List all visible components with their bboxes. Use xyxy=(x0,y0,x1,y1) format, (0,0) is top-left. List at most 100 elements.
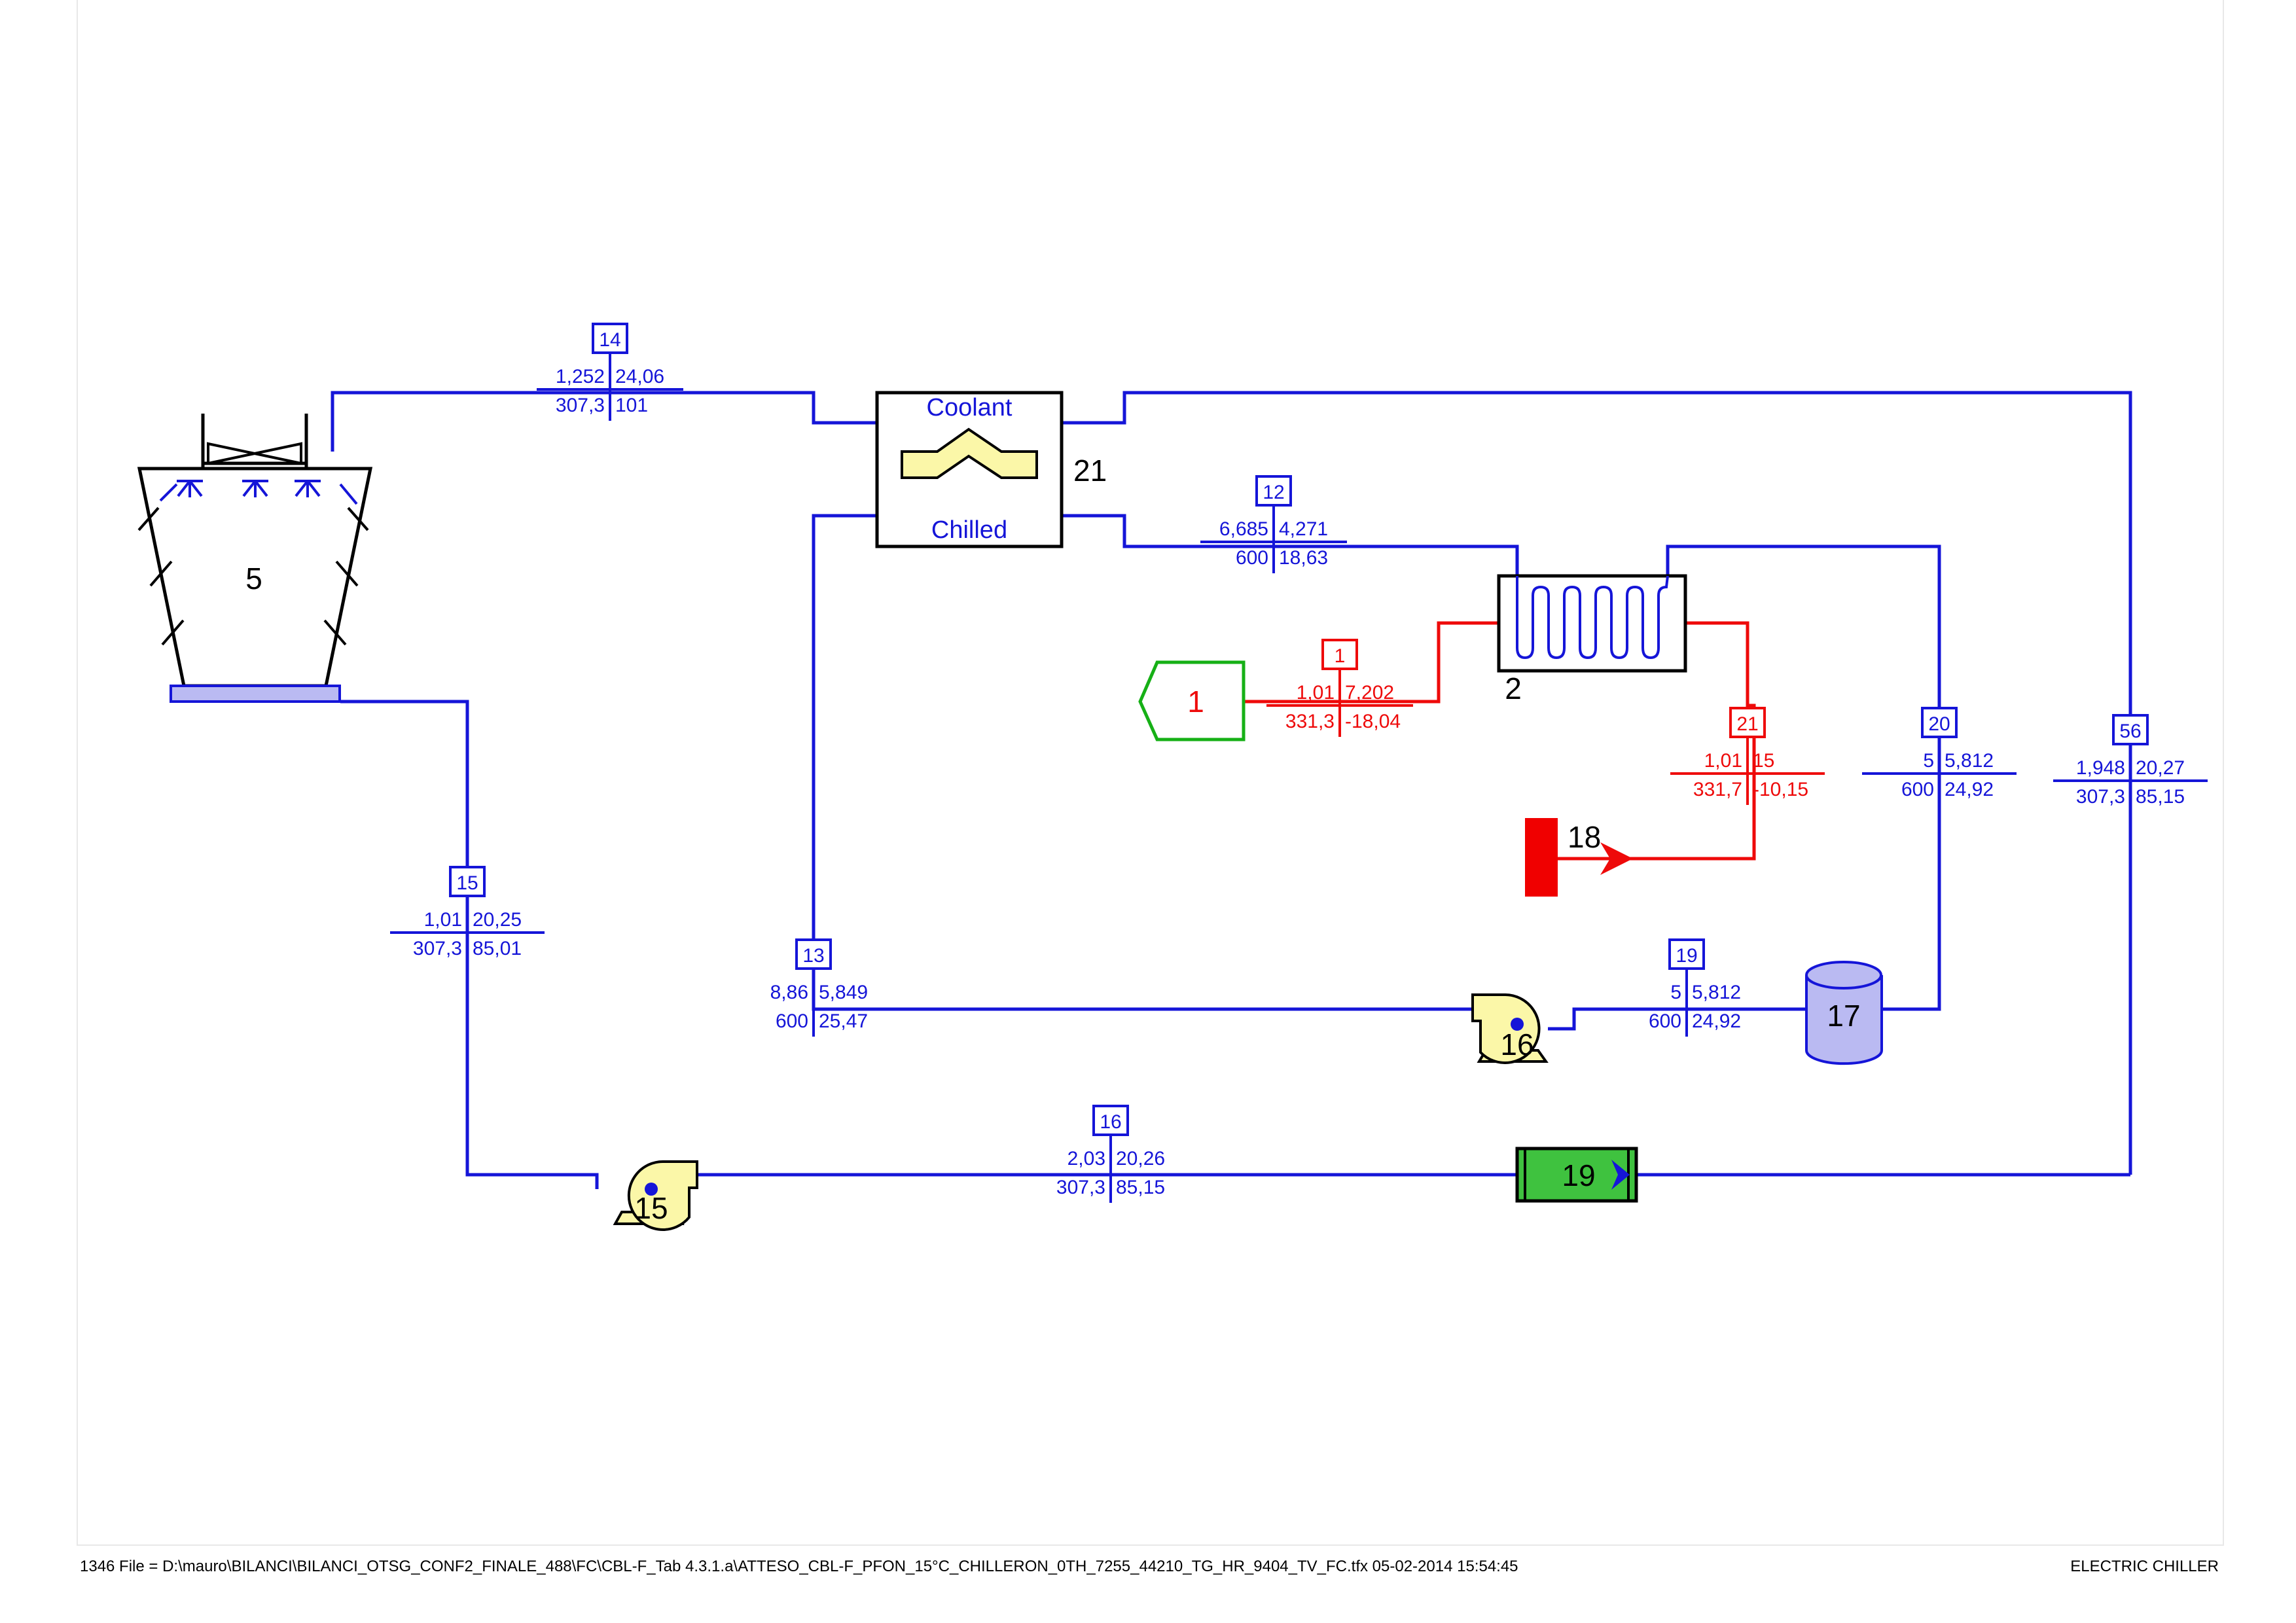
evaporator-label: 2 xyxy=(1505,671,1522,705)
pipe-12 xyxy=(1062,514,1519,576)
stream-label-21: 21 1,01 15 331,7 -10,15 xyxy=(1670,707,1825,805)
footer-file-path: 1346 File = D:\mauro\BILANCI\BILANCI_OTS… xyxy=(80,1558,1518,1575)
stream-id: 12 xyxy=(1263,482,1284,503)
stream-label-13: 13 8,86 5,849 600 25,47 xyxy=(770,938,868,1037)
hx-chilled-label: Chilled xyxy=(931,516,1007,544)
stream-enthalpy: 85,15 xyxy=(2136,786,2185,808)
stream-id: 1 xyxy=(1335,645,1346,667)
stream-temperature: 307,3 xyxy=(1056,1177,1105,1198)
hx-coolant-label: Coolant xyxy=(927,394,1013,421)
page-border-bottom xyxy=(77,1544,2224,1546)
stream-temperature: 307,3 xyxy=(556,395,605,416)
stream-id: 19 xyxy=(1676,945,1697,967)
heater[interactable]: 18 xyxy=(1525,818,1601,897)
stream-label-19: 19 5 5,812 600 24,92 xyxy=(1649,938,1741,1037)
stream-enthalpy: 85,15 xyxy=(1116,1177,1165,1198)
stream-label-1: 11,01 7,202 331,3 -18,04 xyxy=(1266,639,1413,737)
filter[interactable]: 19 xyxy=(1515,1147,1638,1203)
evaporator[interactable]: 2 xyxy=(1497,574,1687,705)
water-pipes xyxy=(331,391,2132,1189)
stream-flow: 6,685 xyxy=(1219,518,1268,540)
stream-id: 15 xyxy=(456,872,478,894)
stream-id-box xyxy=(1729,707,1766,738)
stream-flow: 1,252 xyxy=(556,366,605,387)
stream-enthalpy: -10,15 xyxy=(1753,779,1808,800)
pump-cooling-label: 15 xyxy=(634,1191,668,1225)
refrigerant-source[interactable]: 1 xyxy=(1138,660,1246,741)
stream-label-56: 56 1,948 20,27 307,3 85,15 xyxy=(2053,714,2208,812)
page-border-right xyxy=(2223,0,2224,1544)
stream-id: 56 xyxy=(2119,721,2141,742)
stream-flow: 1,01 xyxy=(424,909,462,931)
footer-title: ELECTRIC CHILLER xyxy=(2070,1558,2219,1575)
stream-id: 16 xyxy=(1100,1111,1121,1133)
stream-label-16: 16 2,03 20,26 307,3 85,15 xyxy=(1056,1105,1165,1203)
stream-pressure: 24,06 xyxy=(615,366,664,387)
pipe-14 xyxy=(331,391,877,452)
pipe-15 xyxy=(340,700,599,1189)
stream-enthalpy: 101 xyxy=(615,395,648,416)
stream-flow: 1,948 xyxy=(2076,757,2125,779)
cooling-tower[interactable]: 5 xyxy=(137,414,373,703)
stream-flow: 5 xyxy=(1923,750,1934,772)
stream-flow: 8,86 xyxy=(770,982,808,1003)
stream-pressure: 20,27 xyxy=(2136,757,2185,779)
stream-pressure: 20,26 xyxy=(1116,1148,1165,1169)
stream-flow: 1,01 xyxy=(1297,682,1335,704)
stream-enthalpy: 18,63 xyxy=(1279,547,1328,569)
pipe-21 xyxy=(1615,621,1756,861)
pump-chilled[interactable]: 16 xyxy=(1471,993,1549,1064)
stream-id-box xyxy=(795,938,832,970)
stream-enthalpy: 25,47 xyxy=(819,1010,868,1032)
stream-temperature: 600 xyxy=(1649,1010,1681,1032)
stream-enthalpy: -18,04 xyxy=(1345,711,1401,732)
heat-exchanger[interactable]: Coolant Chilled 21 xyxy=(875,391,1107,548)
pipe-19 xyxy=(1548,1007,1806,1031)
stream-flow: 1,01 xyxy=(1704,750,1742,772)
hx-number-label: 21 xyxy=(1073,454,1107,488)
stream-pressure: 5,849 xyxy=(819,982,868,1003)
stream-enthalpy: 85,01 xyxy=(473,938,522,959)
stream-temperature: 600 xyxy=(776,1010,808,1032)
stream-label-12: 12 6,685 4,271 600 18,63 xyxy=(1200,475,1347,573)
pump-cooling[interactable]: 15 xyxy=(613,1160,698,1231)
stream-temperature: 600 xyxy=(1901,779,1934,800)
stream-temperature: 331,7 xyxy=(1693,779,1742,800)
stream-pressure: 5,812 xyxy=(1945,750,1994,772)
stream-pressure: 15 xyxy=(1753,750,1774,772)
stream-enthalpy: 24,92 xyxy=(1945,779,1994,800)
stream-flow: 5 xyxy=(1670,982,1681,1003)
filter-label: 19 xyxy=(1562,1158,1595,1192)
stream-id: 20 xyxy=(1928,713,1950,735)
stream-flow: 2,03 xyxy=(1067,1148,1105,1169)
stream-id: 13 xyxy=(802,945,824,967)
page-border-left xyxy=(77,0,78,1544)
pipe-13 xyxy=(812,514,1473,1011)
stream-id: 14 xyxy=(599,329,620,351)
stream-label-20: 20 5 5,812 600 24,92 xyxy=(1862,707,2017,805)
pipe-20 xyxy=(1666,544,1941,1011)
stream-temperature: 307,3 xyxy=(2076,786,2125,808)
tank-label: 17 xyxy=(1827,999,1860,1033)
pipe-56 xyxy=(1062,391,2132,1175)
stream-pressure: 4,271 xyxy=(1279,518,1328,540)
stream-label-14: 14 1,252 24,06 307,3 101 xyxy=(537,323,683,421)
stream-label-15: 15 1,01 20,25 307,3 85,01 xyxy=(390,866,545,964)
tank[interactable]: 17 xyxy=(1805,961,1883,1065)
stream-id-box xyxy=(1255,475,1292,507)
pump-chilled-label: 16 xyxy=(1500,1027,1534,1061)
stream-pressure: 5,812 xyxy=(1692,982,1741,1003)
stream-temperature: 600 xyxy=(1236,547,1268,569)
stream-enthalpy: 24,92 xyxy=(1692,1010,1741,1032)
stream-id-box xyxy=(1092,1105,1129,1136)
stream-pressure: 7,202 xyxy=(1345,682,1394,704)
cooling-tower-label: 5 xyxy=(245,562,262,596)
stream-temperature: 331,3 xyxy=(1285,711,1335,732)
stream-id: 21 xyxy=(1736,713,1758,735)
stream-temperature: 307,3 xyxy=(413,938,462,959)
heater-label: 18 xyxy=(1568,820,1601,854)
source-label: 1 xyxy=(1187,685,1204,719)
stream-pressure: 20,25 xyxy=(473,909,522,931)
